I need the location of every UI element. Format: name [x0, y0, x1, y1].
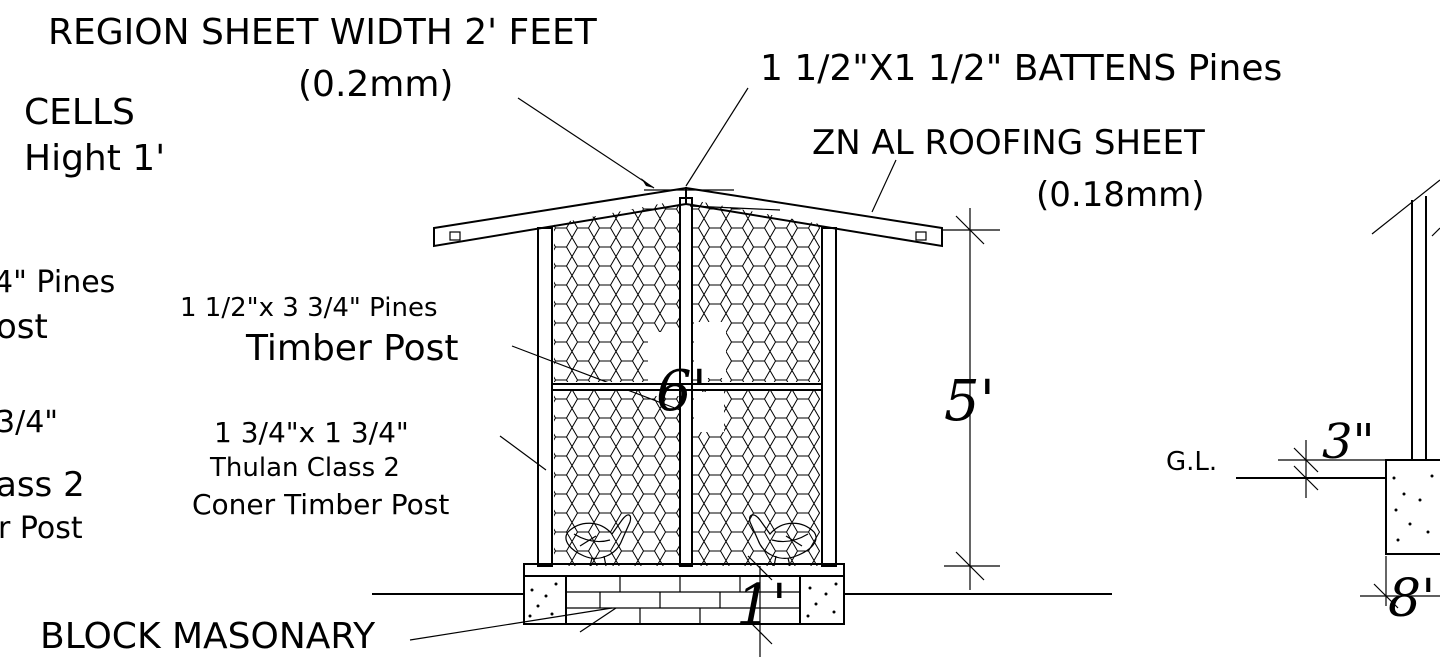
footing-detail	[1236, 196, 1440, 609]
block-masonry-label: BLOCK MASONARY	[40, 616, 376, 657]
left-cut-post: ost	[0, 307, 48, 347]
left-cut-post-2: r Post	[0, 511, 83, 546]
base-dimension-1: 1'	[736, 573, 787, 638]
corner-post-class: Thulan Class 2	[209, 453, 400, 483]
cells-label: CELLS	[24, 92, 135, 133]
left-cut-class: ass 2	[0, 465, 85, 505]
region-sheet-thickness: (0.2mm)	[298, 64, 453, 105]
left-cut-pines: 4" Pines	[0, 265, 115, 300]
height-dimension-6: 6'	[656, 359, 707, 424]
dimension-1ft	[747, 555, 773, 657]
wire-mesh	[552, 200, 822, 566]
height-dimension-5: 5'	[944, 369, 995, 434]
zn-roofing-sheet-thickness: (0.18mm)	[1036, 175, 1204, 215]
zn-roofing-sheet-label: ZN AL ROOFING SHEET	[812, 123, 1205, 163]
region-sheet-label: REGION SHEET WIDTH 2' FEET	[48, 12, 598, 53]
side-dimension-8: 8'	[1388, 569, 1435, 629]
corner-post-label: Coner Timber Post	[192, 488, 449, 521]
timber-post-label: Timber Post	[245, 328, 459, 369]
corner-post-size: 1 3/4"x 1 3/4"	[214, 416, 409, 449]
ground-level-label: G.L.	[1166, 447, 1217, 477]
cells-height-label: Hight 1'	[24, 138, 165, 179]
timber-post-size: 1 1/2"x 3 3/4" Pines	[180, 293, 438, 323]
battens-label: 1 1/2"X1 1/2" BATTENS Pines	[760, 48, 1282, 89]
dimension-5ft	[942, 208, 1000, 590]
block-masonry-base	[523, 563, 845, 625]
chicken-left	[565, 514, 632, 567]
left-cut-fraction: 3/4"	[0, 405, 58, 440]
roof	[433, 186, 943, 248]
side-dimension-3in: 3"	[1322, 414, 1375, 470]
